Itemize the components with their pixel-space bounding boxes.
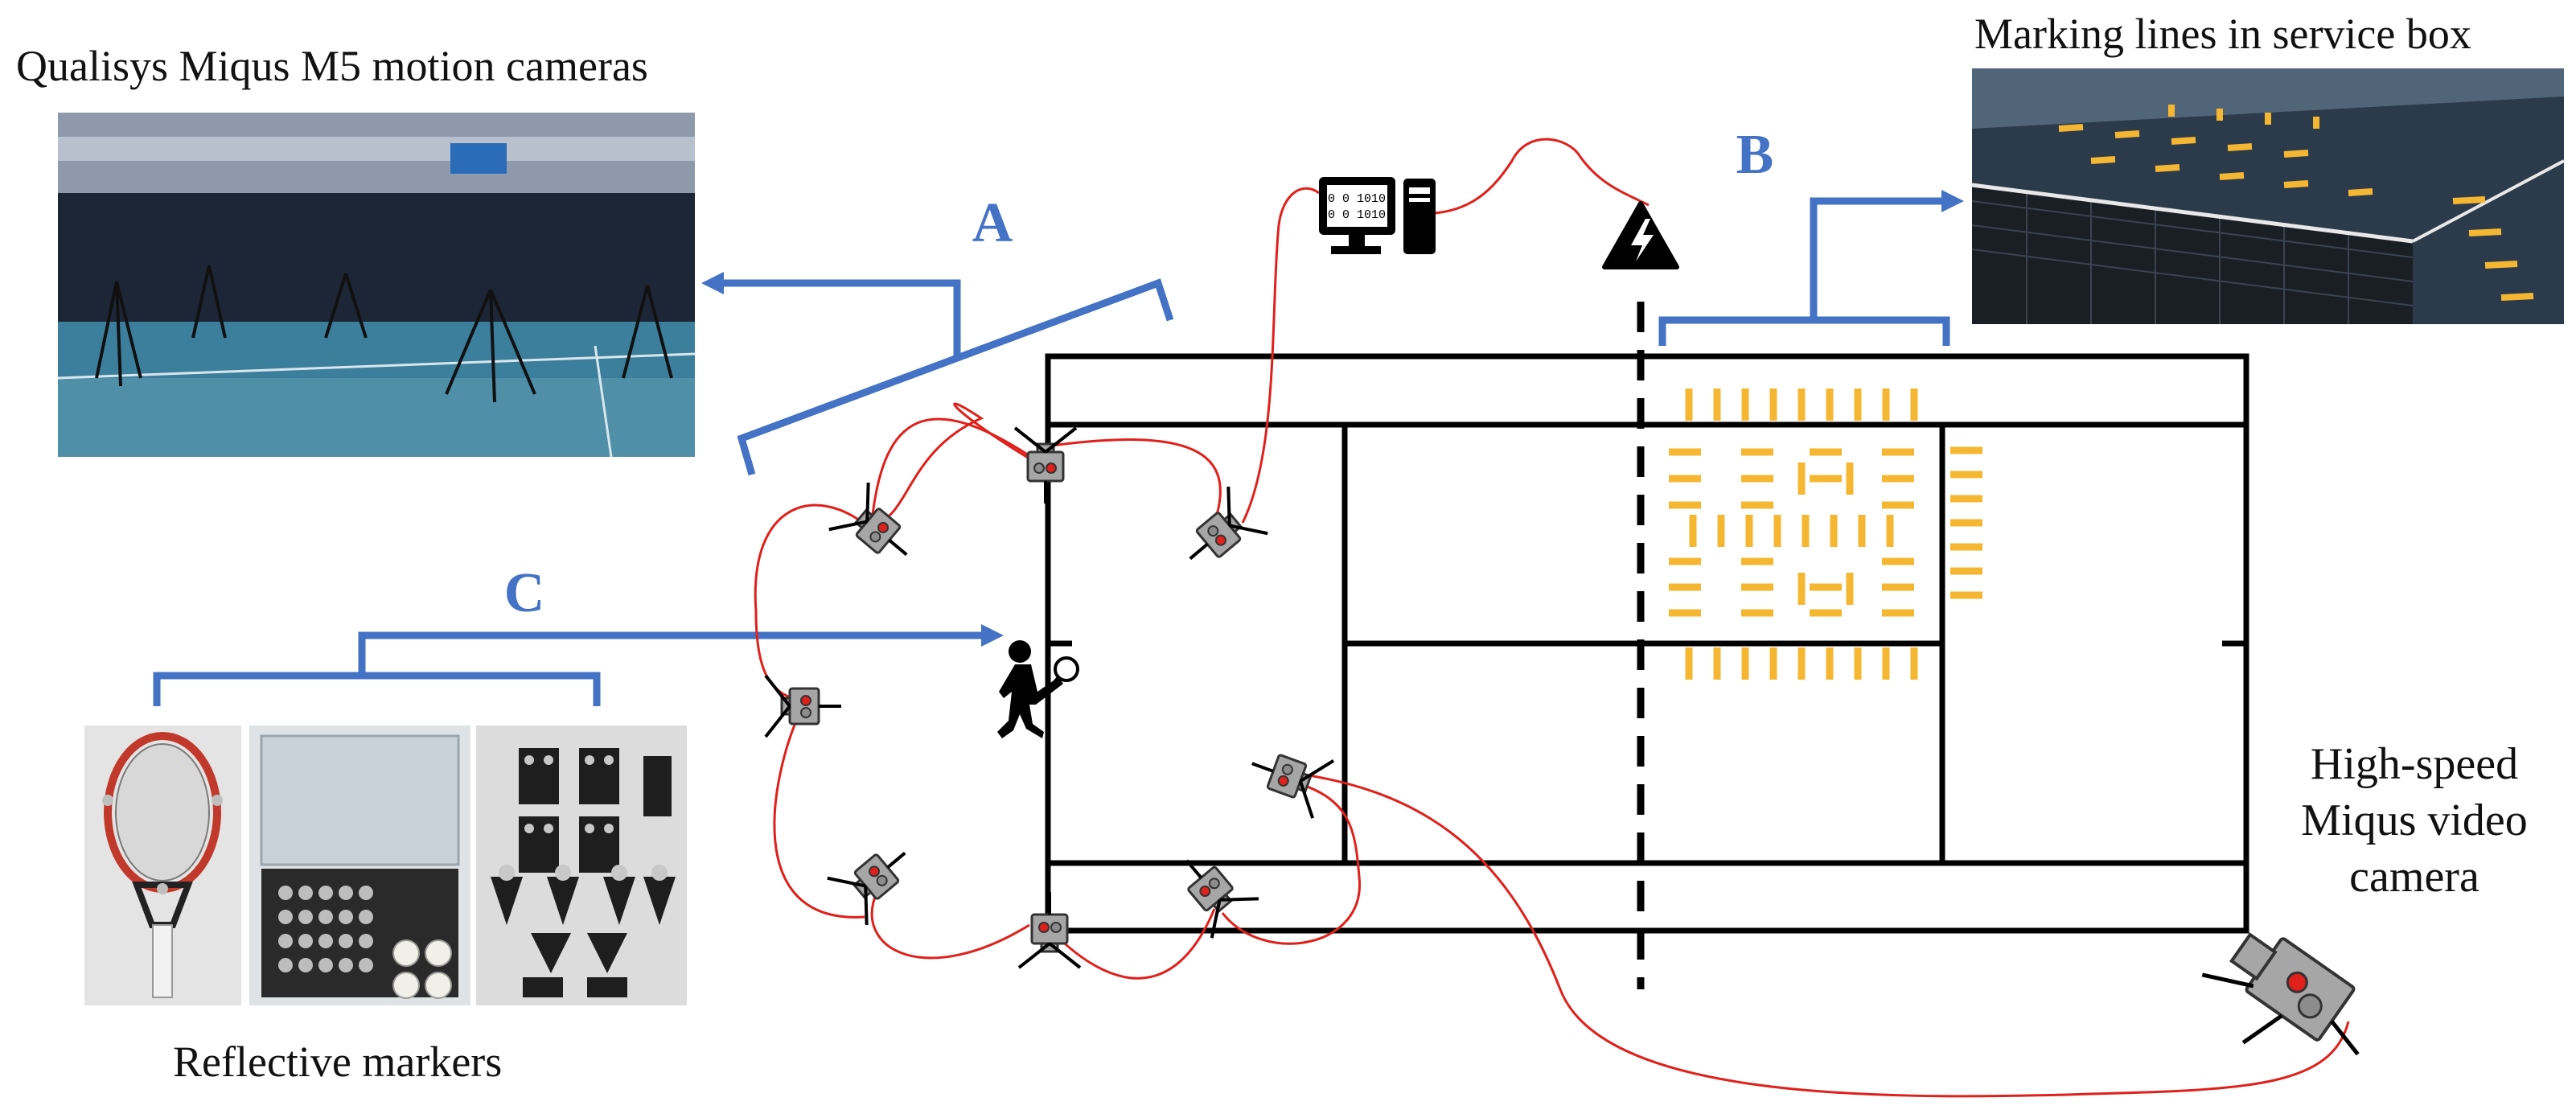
markers-caption: Reflective markers xyxy=(173,1038,502,1086)
label-a: A xyxy=(972,192,1013,254)
highspeed-caption-line1: High-speed xyxy=(2311,739,2518,789)
tennis-player-icon xyxy=(997,640,1079,738)
high-voltage-icon xyxy=(1602,201,1679,269)
arrow-c-head xyxy=(981,624,1004,647)
arrow-b-head xyxy=(1941,190,1964,212)
motion-camera-icon xyxy=(764,674,843,738)
marking-row-top xyxy=(1685,388,1918,421)
cameras-caption: Qualisys Miqus M5 motion cameras xyxy=(16,42,648,90)
high-speed-camera-icon xyxy=(2201,932,2360,1056)
arrow-a-head xyxy=(701,272,724,294)
marking-column-right xyxy=(1950,446,1982,599)
service-box-markings xyxy=(1669,388,1982,680)
bracket-b xyxy=(1658,190,1964,346)
label-c: C xyxy=(504,562,545,624)
bracket-c xyxy=(153,624,1004,706)
camera-cables xyxy=(754,138,2350,1098)
motion-camera-icon xyxy=(1161,839,1260,940)
svg-text:0 0 1010: 0 0 1010 xyxy=(1328,192,1386,206)
marking-grid-inner xyxy=(1669,448,1914,617)
svg-text:0 0 1010: 0 0 1010 xyxy=(1328,208,1386,222)
label-b: B xyxy=(1736,124,1774,186)
computer-icon: 0 0 1010 0 0 1010 xyxy=(1319,177,1436,254)
highspeed-caption-line3: camera xyxy=(2349,852,2479,902)
marking-lines-photo xyxy=(1971,68,2565,324)
motion-camera-icon xyxy=(827,481,928,580)
motion-cameras-photo xyxy=(57,113,696,458)
tennis-court xyxy=(1045,302,2249,989)
marking-caption: Marking lines in service box xyxy=(1974,10,2471,58)
marking-row-bottom xyxy=(1685,647,1918,680)
racket-photo xyxy=(84,726,241,1005)
motion-camera-icon xyxy=(825,828,926,927)
marker-case-photo xyxy=(249,726,470,1005)
highspeed-caption-line2: Miqus video xyxy=(2301,795,2528,845)
bracket-a xyxy=(701,272,1174,476)
marker-clusters-photo xyxy=(476,726,687,1005)
